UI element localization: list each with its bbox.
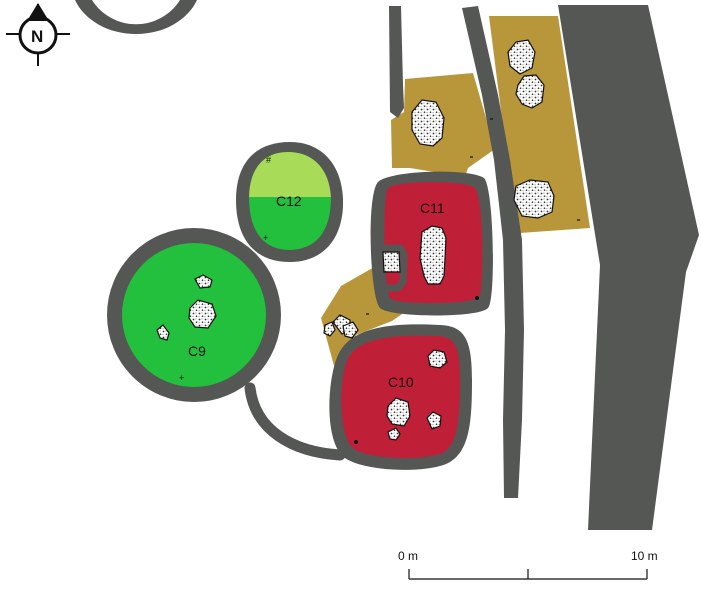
c9-marker: + bbox=[179, 373, 184, 383]
c12-marker: + bbox=[263, 233, 268, 243]
stone bbox=[411, 99, 445, 147]
c10-stone bbox=[427, 349, 448, 369]
north-arrow-icon: N bbox=[6, 3, 70, 66]
small-marks bbox=[366, 118, 580, 315]
scale-end-label: 10 m bbox=[631, 549, 658, 563]
scale-bar: 0 m 10 m bbox=[398, 549, 658, 580]
c9-stone bbox=[188, 299, 217, 329]
c10-stone bbox=[387, 427, 401, 441]
c10-label: C10 bbox=[388, 374, 414, 390]
wall-segment-thin-left bbox=[389, 6, 404, 118]
connecting-wall bbox=[244, 382, 346, 461]
c12-floor-upper bbox=[249, 152, 331, 199]
c11-marker bbox=[475, 296, 479, 300]
c12-floor-lower bbox=[249, 197, 331, 250]
ochre-area-upper-right bbox=[489, 16, 590, 233]
c9-label: C9 bbox=[188, 343, 206, 359]
c11-inner-wall bbox=[380, 244, 408, 292]
c9-stone bbox=[194, 274, 213, 289]
stone bbox=[513, 179, 555, 219]
structure-c12: # + C12 bbox=[236, 142, 344, 262]
c9-stone bbox=[156, 324, 170, 341]
c10-stone bbox=[386, 397, 411, 427]
c11-label: C11 bbox=[420, 200, 445, 216]
scale-start-label: 0 m bbox=[398, 549, 418, 563]
stone bbox=[515, 74, 545, 109]
c11-stone bbox=[382, 251, 401, 273]
c12-marker: # bbox=[266, 155, 271, 165]
large-wall-band bbox=[558, 5, 699, 530]
c11-stone bbox=[419, 225, 447, 285]
wall-segment-long-curved bbox=[462, 6, 524, 498]
north-label: N bbox=[31, 27, 43, 46]
stone bbox=[342, 321, 359, 339]
stone bbox=[323, 321, 336, 337]
stone bbox=[507, 39, 536, 75]
loose-stones bbox=[323, 39, 555, 339]
structure-c9: + C9 bbox=[107, 228, 281, 402]
structure-c11: C11 bbox=[370, 171, 493, 316]
c10-stone bbox=[426, 411, 442, 430]
c10-marker bbox=[354, 440, 358, 444]
structure-c10: C10 bbox=[329, 324, 472, 470]
top-circle-wall bbox=[75, 0, 197, 35]
c12-label: C12 bbox=[276, 193, 302, 209]
